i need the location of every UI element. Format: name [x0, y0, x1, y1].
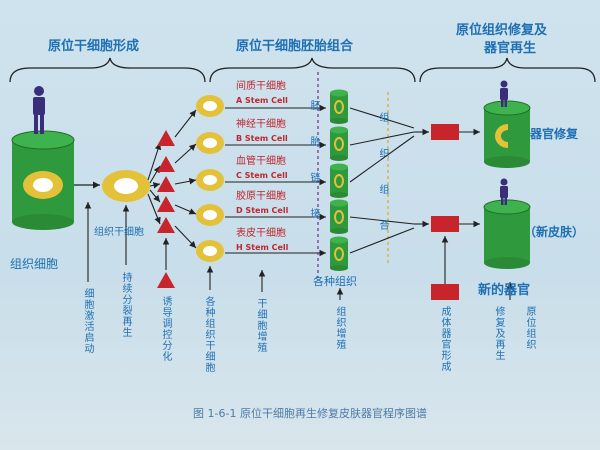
header-formation: 原位干细胞形成	[48, 39, 140, 54]
new-organ-label: 新的器官	[478, 283, 531, 298]
person-icon	[33, 86, 45, 134]
stem-cell-name: 表皮干细胞	[236, 228, 286, 239]
header-repair: 原位组织修复及	[456, 23, 548, 38]
inducer-triangles	[157, 130, 175, 288]
in-situ-label: 原位组织	[524, 306, 535, 350]
stem-cell-code: H Stem Cell	[236, 243, 289, 252]
new-organ-cylinder	[483, 199, 531, 269]
induce-label: 诱导调控分化	[160, 296, 171, 362]
embryo-chain-label: 胚胎链接	[308, 100, 319, 244]
header-repair-2: 器官再生	[484, 41, 537, 56]
organ-form-label: 成体器官形成	[439, 306, 450, 372]
stem-cell-code: B Stem Cell	[236, 134, 288, 143]
tissue-growth-label: 组织增殖	[334, 306, 345, 350]
organ-box-top	[431, 124, 459, 140]
tissue-cylinder	[11, 130, 75, 230]
organ-box-bottom	[431, 216, 459, 232]
activate-label: 细胞激活启动	[82, 288, 93, 354]
header-combination: 原位干细胞胚胎组合	[236, 39, 354, 54]
stem-cell-ring	[102, 170, 150, 202]
stem-cell-name: 血管干细胞	[236, 156, 286, 167]
stem-growth-label: 干细胞增殖	[255, 298, 266, 353]
repair-regen-label: 修复及再生	[493, 306, 504, 361]
organ-box-form	[431, 284, 459, 300]
stem-cell-name: 神经干细胞	[236, 119, 286, 130]
new-skin-label: （新皮肤）	[524, 225, 585, 239]
brace-combination	[209, 57, 416, 83]
figure-caption: 图 1-6-1 原位干细胞再生修复皮肤器官程序图谱	[193, 407, 427, 420]
stem-cell-code: A Stem Cell	[236, 96, 288, 105]
organs-label: 各种组织	[313, 275, 357, 288]
tissue-cell-label: 组织细胞	[10, 257, 59, 271]
repair-organ-label: 器官修复	[530, 127, 579, 141]
stem-rings	[196, 95, 224, 262]
repair-organ-cylinder	[483, 100, 531, 168]
stem-cell-name: 胶原干细胞	[236, 191, 286, 202]
brace-repair	[419, 57, 596, 83]
stem-types-label: 各种组织干细胞	[203, 296, 214, 373]
stem-cell-name: 间质干细胞	[236, 81, 286, 92]
tissue-combo-label: 组织组合	[377, 112, 388, 256]
stem-cell-code: C Stem Cell	[236, 171, 288, 180]
tissue-cylinders	[330, 89, 348, 271]
brace-formation	[9, 57, 206, 83]
person-icon-top	[500, 80, 508, 107]
person-icon-bottom	[500, 178, 508, 205]
stem-cell-code: D Stem Cell	[236, 206, 289, 215]
stem-cell-label: 组织干细胞	[94, 227, 144, 238]
proliferate-label: 持续分裂再生	[120, 272, 131, 338]
